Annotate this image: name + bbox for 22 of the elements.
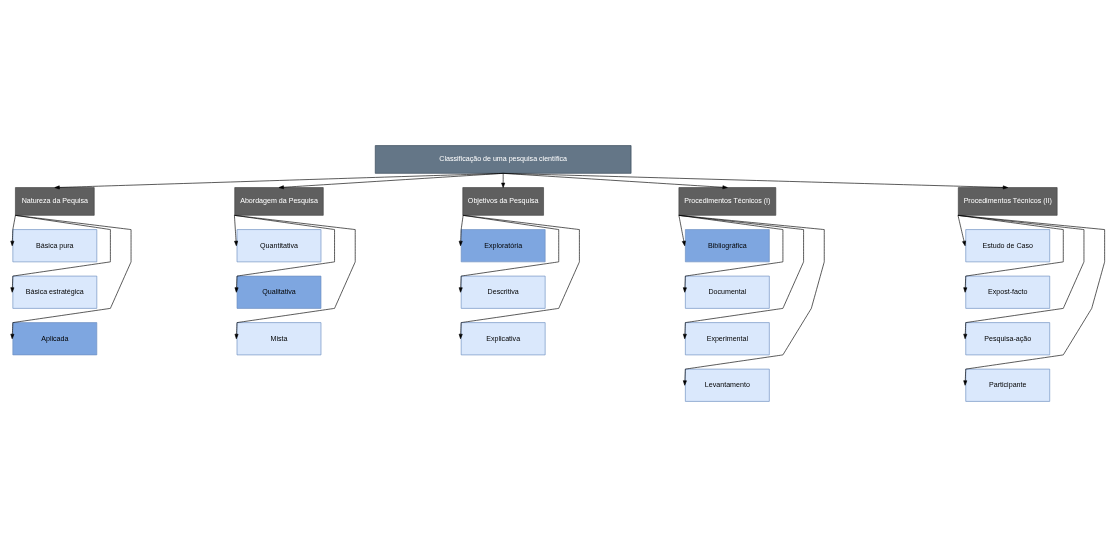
- arrow: [10, 214, 16, 246]
- arrow: [678, 214, 825, 386]
- arrow: [10, 214, 111, 293]
- arrow: [678, 214, 686, 246]
- arrow: [957, 214, 1064, 293]
- arrow: [54, 172, 504, 189]
- arrow: [957, 214, 966, 246]
- arrow: [678, 214, 804, 339]
- arrow: [234, 214, 335, 293]
- arrow: [10, 214, 132, 339]
- arrow: [957, 214, 1085, 339]
- arrow: [957, 214, 1105, 386]
- arrow: [458, 214, 560, 293]
- arrow: [234, 214, 238, 246]
- arrow: [678, 214, 784, 293]
- arrow: [278, 172, 504, 189]
- arrow: [458, 214, 464, 246]
- arrow: [234, 214, 356, 339]
- arrow: [458, 214, 580, 339]
- arrow: [502, 172, 728, 189]
- arrow: [502, 172, 1009, 189]
- arrow: [501, 172, 506, 188]
